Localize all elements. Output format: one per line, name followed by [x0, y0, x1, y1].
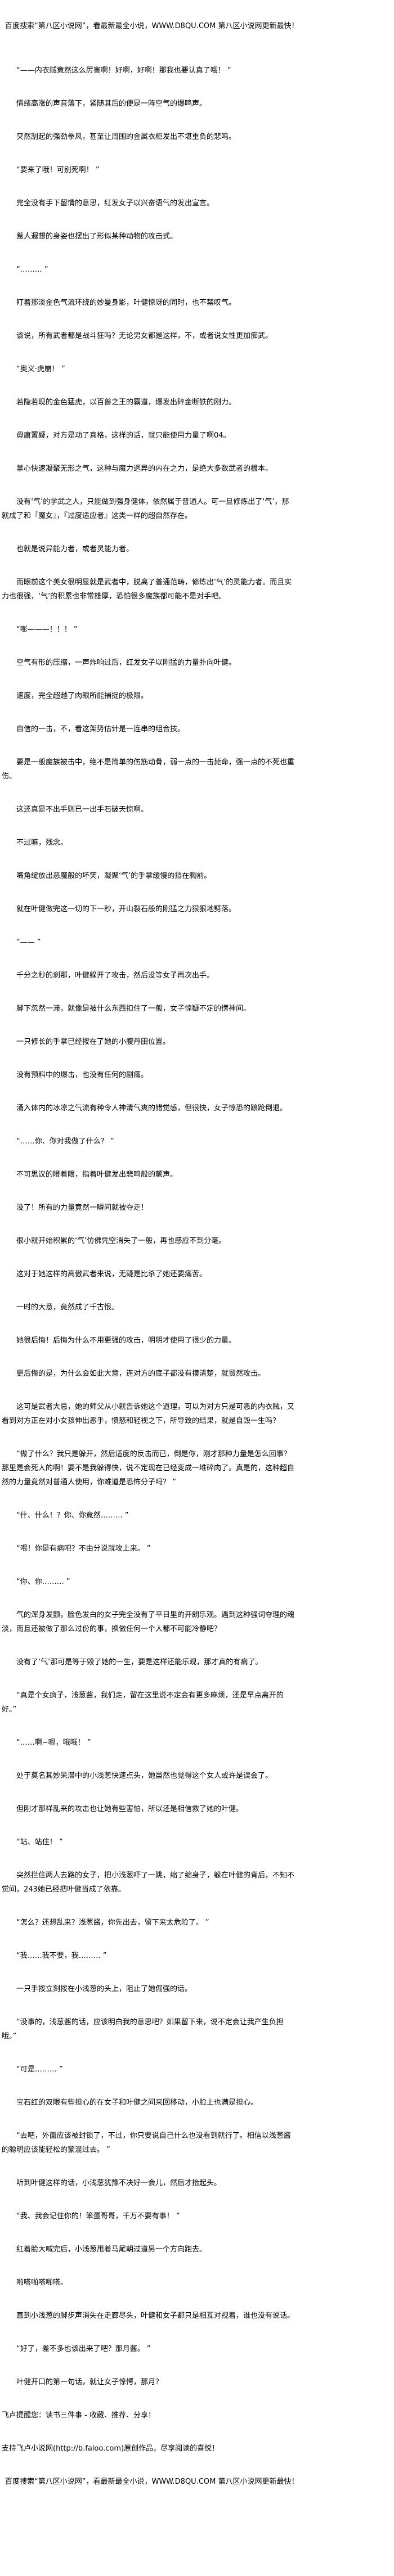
- story-paragraph: 千分之秒的刹那，叶健躲开了攻击，然后没等女子再次出手。: [16, 971, 214, 980]
- story-paragraph: 这还真是不出手则已一出手石破天惊啊。: [16, 805, 149, 814]
- story-paragraph: 完全没有手下留情的意思，红发女子以兴奋语气的发出宣言。: [16, 199, 214, 208]
- story-paragraph: “……你、你对我做了什么？ ”: [16, 1137, 114, 1146]
- story-paragraph: 听到叶健这样的话，小浅葱犹豫不决好一会儿，然后才抬起头。: [16, 2179, 222, 2187]
- story-paragraph: “我、我会记住你的！笨蛋哥哥，千万不要有事！ ”: [16, 2212, 180, 2221]
- story-paragraph: 没有‘气’的学武之人，只能做到强身健体，依然属于普通人。可一旦修炼出了‘气’，那…: [2, 498, 289, 520]
- story-paragraph: 自信的一击，不，看这架势估计是一连串的组合技。: [16, 725, 185, 733]
- story-paragraph: 就在叶健做完这一切的下一秒，开山裂石般的刚猛之力狠狠地劈落。: [16, 905, 236, 913]
- story-paragraph: 突然拦住两人去路的女子，把小浅葱吓了一跳，缩了缩身子，躲在叶健的背后，不知不觉间…: [2, 1871, 295, 1894]
- story-paragraph: “没事的，浅葱酱的话，应该明白我的意思吧？如果留下来，说不定会让我产生负担哦。”: [2, 2018, 284, 2041]
- story-paragraph: 嘴角绽放出恶魔般的坏笑，凝聚‘气’的手掌缓慢的挡在胸前。: [16, 872, 212, 880]
- story-paragraph: “你、你……… ”: [16, 1578, 70, 1586]
- story-paragraph: 情绪高涨的声音落下，紧随其后的便是一阵空气的爆鸣声。: [16, 100, 207, 108]
- site-banner-bottom: 百度搜索“第八区小说网”，看最新最全小说，WWW.D8QU.COM 第八区小说网…: [5, 2478, 299, 2486]
- story-paragraph: “去吧，外面应该被封锁了，不过，你只要说自己什么也没看到就行了。相信以浅葱酱的聪…: [2, 2132, 291, 2154]
- story-paragraph: “——内衣贼竟然这么厉害啊！好啊，好啊！那我也要认真了哦！ ”: [16, 66, 231, 75]
- story-paragraph: 这对于她这样的高傲武者来说，无疑是比杀了她还要痛苦。: [16, 1270, 207, 1278]
- chapter-page: 百度搜索“第八区小说网”，看最新最全小说，WWW.D8QU.COM 第八区小说网…: [2, 22, 299, 2486]
- story-paragraph: “……啊~嗯，哦哦！ ”: [16, 1739, 91, 1747]
- story-paragraph: 宝石红的双眼有些担心的在女子和叶健之间来回移动，小脸上也满是担心。: [16, 2098, 258, 2107]
- story-paragraph: 一只修长的手掌已经按在了她的小腹丹田位置。: [16, 1038, 171, 1046]
- story-paragraph: 一时的大意，竟然成了千古恨。: [16, 1303, 119, 1312]
- support-notice: 支持飞卢小说网(http://b.faloo.com)原创作品，尽享阅读的喜悦！: [2, 2444, 220, 2453]
- story-paragraph: “嘭———！！！ ”: [16, 625, 78, 634]
- story-paragraph: 涌入体内的冰凉之气流有种令人神清气爽的错觉感，但很快，女子惊恐的踉跄倒退。: [16, 1104, 288, 1113]
- story-paragraph: 不可思议的瞪着眼，指着叶健发出悲鸣般的颤声。: [16, 1170, 178, 1179]
- story-paragraph: 没了！所有的力量竟然一瞬间就被夺走！: [16, 1204, 149, 1212]
- story-paragraph: “做了什么？我只是躲开，然后适度的反击而已，倒是你，刚才那种力量是怎么回事？那里…: [2, 1450, 295, 1487]
- story-paragraph: 她很后悔！后悔为什么不用更强的攻击，明明才使用了很少的力量。: [16, 1336, 236, 1345]
- story-paragraph: 脚下忽然一滞，就像是被什么东西扣住了一般，女子惊疑不定的愣神间。: [16, 1005, 251, 1013]
- story-paragraph: 气的浑身发颤，脸色发白的女子完全没有了平日里的开朗乐观。遇到这种强词夺理的魂淡，…: [2, 1611, 295, 1633]
- story-paragraph: 没有预料中的爆击，也没有任何的剧痛。: [16, 1071, 149, 1079]
- story-paragraph: “站、站住！ ”: [16, 1838, 63, 1847]
- story-paragraph: 没有了‘气’那可是等于毁了她的一生，要是这样还能乐观，那才真的有病了。: [16, 1658, 263, 1667]
- story-paragraph: “好了，差不多也该出来了吧？那月酱。 ”: [16, 2345, 151, 2353]
- story-paragraph: “我……我不要，我……… ”: [16, 1952, 107, 1960]
- story-paragraph: “真是个女疯子，浅葱酱，我们走，留在这里说不定会有更多麻烦，还是早点离开的好。”: [2, 1691, 284, 1714]
- chapter-body: “——内衣贼竟然这么厉害啊！好啊，好啊！那我也要认真了哦！ ” 情绪高涨的声音落下…: [2, 64, 296, 2389]
- story-paragraph: 盯着那淡金色气流环绕的妙曼身影，叶健惊讶的同时，也不禁叹气。: [16, 299, 236, 307]
- site-banner-top: 百度搜索“第八区小说网”，看最新最全小说，WWW.D8QU.COM 第八区小说网…: [5, 22, 299, 30]
- story-paragraph: 不过嘛，残念。: [16, 839, 68, 847]
- story-paragraph: 若隐若现的金色猛虎，以百兽之王的霸道，爆发出碎金断铁的刚力。: [16, 398, 236, 407]
- story-paragraph: 而眼前这个美女很明显就是武者中，脱离了普通范畴，修炼出‘气’的灵能力者。而且实力…: [2, 578, 292, 601]
- story-paragraph: 红着脸大喊完后，小浅葱甩着马尾朝过道另一个方向跑去。: [16, 2245, 207, 2254]
- story-paragraph: 空气有形的压缩，一声炸响过后，红发女子以刚猛的力量扑向叶健。: [16, 659, 236, 667]
- story-paragraph: 但刚才那样乱来的攻击也让她有些害怕，所以还是相信救了她的叶健。: [16, 1805, 244, 1813]
- story-paragraph: 掌心快速凝聚无形之气，这种与魔力迥异的内在之力，是绝大多数武者的根本。: [16, 465, 273, 473]
- story-paragraph: 惹人遐想的身姿也摆出了形似某种动物的攻击式。: [16, 232, 178, 241]
- story-paragraph: 一只手按立刻按在小浅葱的头上，阻止了她倔强的话。: [16, 1985, 192, 1993]
- story-paragraph: “喂！你是有病吧？不由分说就攻上来。 ”: [16, 1544, 151, 1553]
- story-paragraph: 处于莫名其妙呆滞中的小浅葱快速点头，她虽然也觉得这个女人或许是误会了。: [16, 1772, 273, 1780]
- story-paragraph: 啪嗒啪嗒啪嗒。: [16, 2278, 68, 2287]
- story-paragraph: 速度，完全超越了肉眼所能捕捉的极限。: [16, 692, 149, 700]
- story-paragraph: “什、什么！？你、你竟然……… ”: [16, 1511, 129, 1520]
- story-paragraph: “要来了哦！可别死啊！ ”: [16, 166, 100, 174]
- story-paragraph: 叶健开口的第一句话，就让女子惊愕，那月？: [16, 2378, 163, 2386]
- story-paragraph: 很小就开始积累的‘气’仿佛凭空消失了一般，再也感应不到分毫。: [16, 1237, 226, 1245]
- story-paragraph: 该说，所有武者都是战斗狂吗？无论男女都是这样，不，或者说女性更加痴武。: [16, 332, 273, 340]
- story-paragraph: “奥义·虎崩！ ”: [16, 365, 65, 373]
- story-paragraph: “怎么？还想乱来？浅葱酱，你先出去，留下来太危险了。 ”: [16, 1919, 209, 1927]
- reading-reminder: 飞卢提醒您：读书三件事 - 收藏、推荐、分享！: [2, 2411, 155, 2420]
- story-paragraph: 突然刮起的强劲拳风，甚至让周围的金属衣柜发出不堪重负的悲鸣。: [16, 133, 236, 141]
- story-paragraph: 毋庸置疑，对方是动了真格，这样的话，就只能使用力量了啊04。: [16, 431, 231, 440]
- story-paragraph: 这可是武者大忌，她的师父从小就告诉她这个道理，可以为对方只是可恶的内衣贼，又看到…: [2, 1403, 295, 1425]
- story-paragraph: 直到小浅葱的脚步声消失在走廊尽头，叶健和女子都只是相互对视着，谁也没有说话。: [16, 2312, 295, 2320]
- story-paragraph: 更后悔的是，为什么会如此大意，连对方的底子都没有摸清楚，就贸然攻击。: [16, 1370, 266, 1378]
- story-paragraph: 也就是说异能力者，或者灵能力者。: [16, 545, 134, 553]
- story-paragraph: “可是……… ”: [16, 2065, 63, 2074]
- story-paragraph: “……… ”: [16, 265, 48, 274]
- story-paragraph: “—— ”: [16, 938, 41, 947]
- story-paragraph: 要是一般魔族被击中，绝不是简单的伤筋动骨，弱一点的一击毙命，强一点的不死也重伤。: [2, 758, 295, 781]
